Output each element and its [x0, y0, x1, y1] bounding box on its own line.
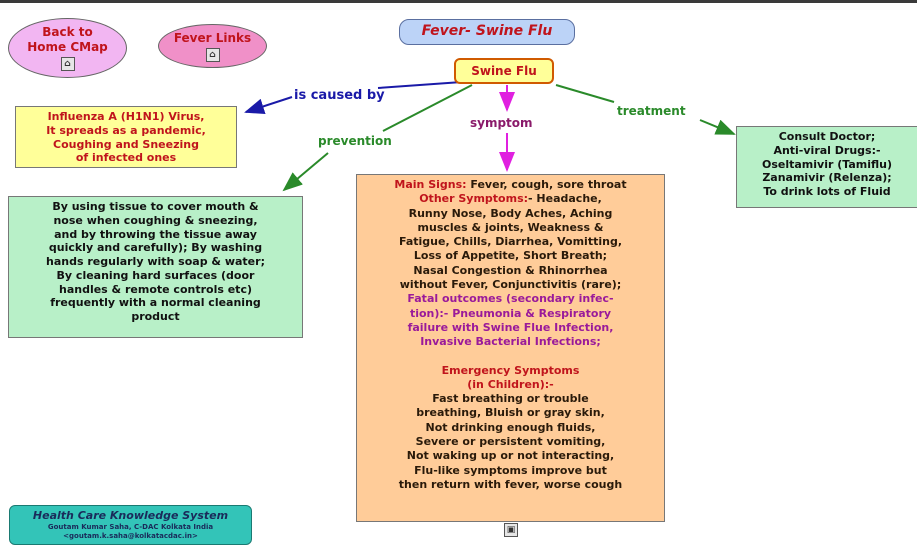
treatment-line: Zanamivir (Relenza); [762, 171, 892, 185]
cause-line: Influenza A (H1N1) Virus, [47, 110, 205, 123]
connector-prevention-out [282, 152, 329, 192]
emergency-line: Severe or persistent vomiting, [415, 435, 606, 449]
emergency-line: Not drinking enough fluids, [425, 420, 596, 434]
connector-caused-by-out [244, 96, 293, 115]
prevention-box: By using tissue to cover mouth & nose wh… [8, 196, 303, 338]
main-signs-text: Fever, cough, sore throat [466, 178, 627, 191]
link-label-symptom: symptom [470, 116, 533, 130]
fatal-line: tion):- Pneumonia & Respiratory [361, 307, 660, 321]
home-link-icon: ⌂ [60, 57, 75, 71]
emergency-line: Not waking up or not interacting, [406, 449, 615, 463]
treatment-line: Anti-viral Drugs:- [773, 143, 881, 157]
symptom-line: Runny Nose, Body Aches, Aching [408, 206, 613, 220]
emergency-line: Fast breathing or trouble [432, 392, 589, 406]
other-symptoms-line: Other Symptoms:- Headache, [361, 192, 660, 206]
treatment-line: To drink lots of Fluid [763, 185, 891, 198]
spacer [361, 350, 660, 364]
symptom-line: Loss of Appetite, Short Breath; [413, 249, 608, 263]
footer-author: Goutam Kumar Saha, C-DAC Kolkata India [47, 522, 214, 531]
symptom-box: Main Signs: Fever, cough, sore throat Ot… [356, 174, 665, 522]
map-title: Fever- Swine Flu [399, 19, 575, 45]
prevention-line: and by throwing the tissue away [54, 227, 257, 241]
cause-line: It spreads as a pandemic, [46, 123, 206, 137]
fatal-label-cont: tion):- [409, 306, 449, 320]
footer-email: <goutam.k.saha@kolkatacdac.in> [63, 531, 198, 540]
fatal-line: failure with Swine Flue Infection, [407, 320, 614, 334]
symptom-line: Nasal Congestion & Rhinorrhea [413, 263, 608, 277]
emergency-line: then return with fever, worse cough [398, 477, 623, 491]
fatal-line: Invasive Bacterial Infections; [420, 335, 601, 349]
cause-line: Coughing and Sneezing [53, 137, 199, 151]
fatal-text: Pneumonia & Respiratory [448, 306, 612, 320]
connector-treatment-in [555, 84, 615, 103]
connector-prevention-in [382, 84, 473, 132]
footer-title: Health Care Knowledge System [32, 509, 229, 522]
top-border [0, 0, 917, 3]
prevention-line: By cleaning hard surfaces (door [56, 268, 255, 282]
cause-line: of infected ones [75, 151, 177, 165]
back-label-line1: Back to [42, 25, 93, 39]
fever-links-label: Fever Links [173, 30, 252, 45]
prevention-line: nose when coughing & sneezing, [53, 213, 258, 227]
prevention-line: By using tissue to cover mouth & [52, 200, 259, 213]
other-symptoms-text: - Headache, [528, 192, 602, 206]
link-label-treatment: treatment [617, 104, 686, 118]
symptom-line: without Fever, Conjunctivitis (rare); [399, 278, 622, 292]
emergency-heading: Emergency Symptoms [441, 363, 580, 377]
other-symptoms-label: Other Symptoms: [419, 192, 529, 206]
map-title-text: Fever- Swine Flu [421, 23, 553, 40]
treatment-line: Consult Doctor; [778, 130, 876, 143]
main-signs-label: Main Signs: [394, 178, 467, 191]
prevention-line: hands regularly with soap & water; [46, 255, 265, 268]
prevention-line: frequently with a normal cleaning [50, 296, 261, 310]
central-concept-text: Swine Flu [471, 63, 537, 78]
connector-treatment-out [699, 119, 736, 135]
emergency-line: breathing, Bluish or gray skin, [416, 406, 605, 420]
treatment-line: Oseltamivir (Tamiflu) [761, 157, 893, 171]
emergency-line: Flu-like symptoms improve but [414, 463, 607, 477]
central-concept: Swine Flu [454, 58, 554, 84]
cause-box: Influenza A (H1N1) Virus, It spreads as … [15, 106, 237, 168]
fever-links-icon: ⌂ [205, 47, 220, 62]
connector-caused-by-in [377, 81, 463, 89]
footer-credit: Health Care Knowledge System Goutam Kuma… [9, 505, 252, 545]
fatal-label-line: Fatal outcomes (secondary infec- [407, 292, 614, 306]
fever-links-button[interactable]: Fever Links ⌂ [158, 24, 267, 68]
symptom-image-icon[interactable]: ▣ [504, 523, 518, 537]
back-to-home-button[interactable]: Back to Home CMap ⌂ [8, 18, 127, 78]
treatment-box: Consult Doctor; Anti-viral Drugs:- Oselt… [736, 126, 917, 208]
prevention-line: handles & remote controls etc) [58, 282, 252, 296]
back-label-line2: Home CMap [27, 40, 108, 54]
symptom-line: muscles & joints, Weakness & [417, 220, 604, 234]
symptom-line: Fatigue, Chills, Diarrhea, Vomitting, [398, 235, 623, 249]
prevention-line: quickly and carefully); By washing [48, 241, 263, 255]
link-label-caused-by: is caused by [294, 88, 385, 103]
main-signs-line: Main Signs: Fever, cough, sore throat [361, 178, 660, 192]
prevention-line: product [131, 310, 180, 323]
emergency-subheading: (in Children):- [467, 377, 554, 391]
link-label-prevention: prevention [318, 134, 392, 148]
